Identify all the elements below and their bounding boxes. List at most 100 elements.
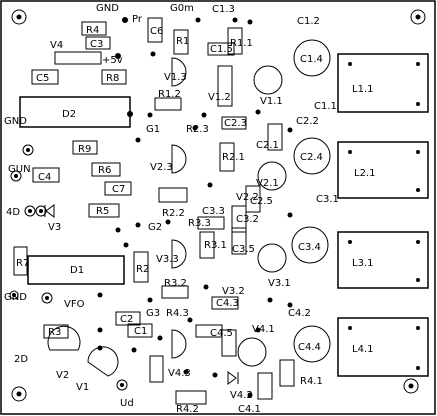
r42-outline xyxy=(175,390,207,405)
c3-outline xyxy=(85,36,111,50)
label-v4: V4 xyxy=(50,40,63,51)
c6-outline xyxy=(147,17,163,43)
label-2d: 2D xyxy=(14,354,28,365)
c34-outline xyxy=(291,226,329,264)
label-c45: C4.5 xyxy=(210,328,233,339)
r6-outline xyxy=(91,162,121,177)
label-v31: V3.1 xyxy=(268,278,291,289)
label-v13: V1.3 xyxy=(164,72,187,83)
label-r33: R3.3 xyxy=(188,218,211,229)
label-r32: R3.2 xyxy=(164,278,187,289)
r7-outline xyxy=(13,246,28,276)
label-gnd-left: GND xyxy=(4,116,27,127)
r4-outline xyxy=(81,21,107,36)
v3-diode xyxy=(44,204,55,218)
label-c3: C3 xyxy=(90,39,103,50)
c43-outline xyxy=(211,296,239,310)
v41-outline xyxy=(237,337,267,367)
label-r9: R9 xyxy=(78,144,91,155)
label-c23: C2.3 xyxy=(224,118,247,129)
c4-outline xyxy=(32,167,60,183)
label-g2: G2 xyxy=(148,222,162,233)
label-pr: Pr xyxy=(132,14,143,25)
label-v11: V1.1 xyxy=(260,96,283,107)
c35-outline xyxy=(231,227,247,255)
d1-outline xyxy=(27,255,125,285)
label-g1: G1 xyxy=(146,124,160,135)
label-c12: C1.2 xyxy=(297,16,320,27)
r2-outline xyxy=(133,251,149,283)
label-c7: C7 xyxy=(112,184,125,195)
v23-outline xyxy=(171,144,187,174)
label-l11: L1.1 xyxy=(352,84,373,95)
label-v43: V4.3 xyxy=(168,368,191,379)
label-l21: L2.1 xyxy=(354,168,375,179)
label-l41: L4.1 xyxy=(352,344,373,355)
label-r22: R2.2 xyxy=(162,208,185,219)
label-r21: R2.1 xyxy=(222,152,245,163)
mounting-hole xyxy=(403,378,419,394)
r5-outline xyxy=(88,203,120,218)
label-v22: V2.2 xyxy=(236,192,259,203)
label-c6: C6 xyxy=(150,26,163,37)
label-v41: V4.1 xyxy=(252,324,275,335)
label-plus5v: +5v xyxy=(102,55,123,66)
label-c21: C2.1 xyxy=(256,140,279,151)
r41-outline xyxy=(279,359,295,387)
coil-pads xyxy=(348,62,420,370)
r31-outline xyxy=(199,231,215,259)
label-v3: V3 xyxy=(48,222,61,233)
l41-outline xyxy=(337,317,429,377)
label-d2: D2 xyxy=(62,109,76,120)
label-d1: D1 xyxy=(70,265,84,276)
v1-outline xyxy=(87,346,119,377)
label-c2: C2 xyxy=(120,314,133,325)
v4-outline xyxy=(54,51,102,65)
c33-outline xyxy=(197,216,225,230)
v43-outline xyxy=(171,329,187,359)
label-r11: R1.1 xyxy=(230,38,253,49)
v12-outline xyxy=(217,65,233,107)
l31-outline xyxy=(337,231,429,289)
r1-outline xyxy=(173,29,189,55)
label-c11: C1.1 xyxy=(314,101,337,112)
label-c41: C4.1 xyxy=(238,404,261,415)
label-c32: C3.2 xyxy=(236,214,259,225)
c5-outline xyxy=(31,69,59,85)
label-c4: C4 xyxy=(38,172,51,183)
label-r43: R4.3 xyxy=(166,308,189,319)
label-r8: R8 xyxy=(106,73,119,84)
label-c35: C3.5 xyxy=(232,244,255,255)
label-v1: V1 xyxy=(76,382,89,393)
label-c33: C3.3 xyxy=(202,206,225,217)
r3-outline xyxy=(43,324,69,339)
label-r31: R3.1 xyxy=(204,240,227,251)
l11-outline xyxy=(337,53,429,113)
v33-outline xyxy=(171,239,187,269)
v21-outline xyxy=(257,161,287,191)
label-c5: C5 xyxy=(36,73,49,84)
vias xyxy=(97,17,293,398)
v43-box xyxy=(149,355,164,383)
c7-outline xyxy=(104,181,132,196)
label-v2: V2 xyxy=(56,370,69,381)
label-r6: R6 xyxy=(98,165,111,176)
c22-outline xyxy=(267,123,283,151)
label-c42: C4.2 xyxy=(288,308,311,319)
v13-outline xyxy=(171,57,187,87)
c1-outline xyxy=(127,323,153,338)
labels: GND Pr G0m C1.3 C1.2 C1.4 L1.1 R4 C3 V4 … xyxy=(4,3,375,415)
label-c43: C4.3 xyxy=(216,298,239,309)
r21-outline xyxy=(219,142,235,172)
r32-outline xyxy=(161,285,189,299)
c45-outline xyxy=(221,329,237,357)
label-gnd-top: GND xyxy=(96,3,119,14)
c25-outline xyxy=(245,185,261,213)
label-r4: R4 xyxy=(86,25,99,36)
label-c44: C4.4 xyxy=(298,342,321,353)
label-c1: C1 xyxy=(134,326,147,337)
label-4d: 4D xyxy=(6,207,20,218)
r9-outline xyxy=(72,140,98,155)
